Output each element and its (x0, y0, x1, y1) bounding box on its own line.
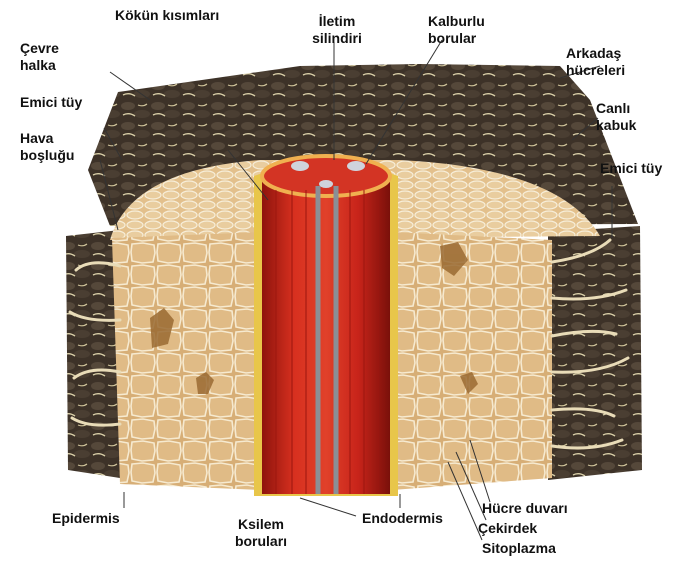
cortex-left-face (112, 232, 262, 490)
label-arkadas-hucreleri: Arkadaş hücreleri (566, 45, 625, 79)
vascular-cylinder-top (262, 156, 390, 196)
label-hucre-duvari: Hücre duvarı (482, 500, 568, 517)
label-canli-kabuk: Canlı kabuk (596, 100, 636, 134)
label-kalburlu-borular: Kalburlu borular (428, 13, 485, 47)
label-emici-tuy-right: Emici tüy (600, 160, 662, 177)
label-endodermis: Endodermis (362, 510, 443, 527)
label-epidermis: Epidermis (52, 510, 120, 527)
label-cekirdek: Çekirdek (478, 520, 537, 537)
label-iletim-silindiri: İletim silindiri (305, 13, 369, 47)
label-emici-tuy-left: Emici tüy (20, 94, 82, 111)
vascular-cylinder-side (262, 178, 390, 494)
cortex-right-face (392, 232, 552, 490)
label-cevre-halka: Çevre halka (20, 40, 59, 74)
diagram-title: Kökün kısımları (115, 7, 219, 24)
label-hava-boslugu: Hava boşluğu (20, 130, 74, 164)
label-ksilem-borulari: Ksilem boruları (222, 516, 300, 550)
label-sitoplazma: Sitoplazma (482, 540, 556, 557)
